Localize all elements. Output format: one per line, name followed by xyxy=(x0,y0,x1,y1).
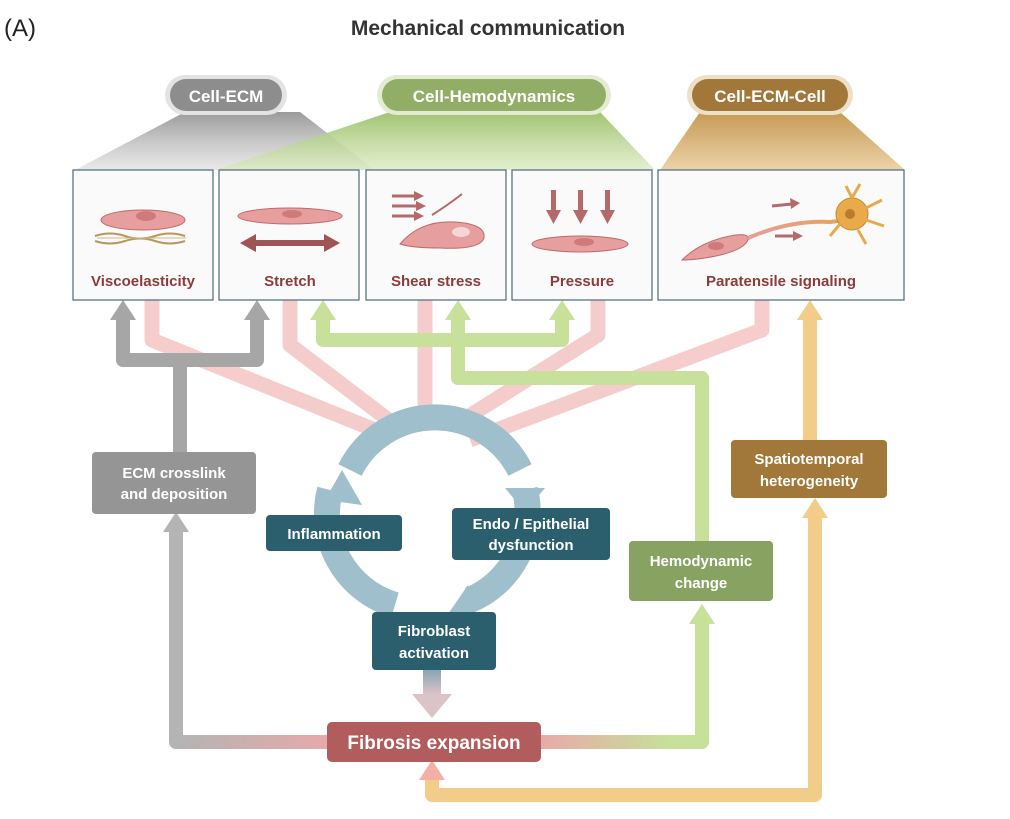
arrowhead-to-spatiotemporal xyxy=(802,498,828,518)
hemodynamic-feedback-arrows xyxy=(316,318,709,545)
arrowhead-to-paratensile xyxy=(797,300,823,320)
nucleus-icon xyxy=(574,238,594,246)
inflammation-box: Inflammation xyxy=(266,515,402,551)
pressure-label: Pressure xyxy=(550,273,614,290)
nucleus-icon xyxy=(452,227,470,237)
cell-hemodynamics-label: Cell-Hemodynamics xyxy=(413,87,576,106)
hemodynamic-line1: Hemodynamic xyxy=(650,553,753,570)
fibrosis-expansion-label: Fibrosis expansion xyxy=(347,733,520,754)
arrowhead-to-viscoelasticity xyxy=(110,300,136,320)
fibrosis-expansion-box: Fibrosis expansion xyxy=(327,722,541,762)
ecm-fiber-icon xyxy=(94,232,186,245)
arrowhead-to-fibrosis xyxy=(419,760,445,780)
signal-arrows-icon xyxy=(771,198,803,241)
spatiotemporal-line2: heterogeneity xyxy=(760,473,859,490)
spatiotemporal-box: Spatiotemporal heterogeneity xyxy=(731,440,887,498)
pink-converging-arrows xyxy=(144,300,770,448)
panel-shear-stress: Shear stress xyxy=(365,169,507,301)
stretch-label: Stretch xyxy=(264,273,316,290)
viscoelasticity-label: Viscoelasticity xyxy=(91,273,196,290)
cell-hemodynamics-funnel xyxy=(215,112,655,170)
flow-arrows-icon xyxy=(392,191,426,221)
arrowhead-to-pressure xyxy=(549,300,575,320)
cell-ecm-label: Cell-ECM xyxy=(189,87,264,106)
panel-paratensile-signaling: Paratensile signaling xyxy=(657,169,905,301)
cycle-arrowhead-left xyxy=(325,470,362,505)
fibroblast-activation-box: Fibroblast activation xyxy=(372,612,496,670)
fibroblast-line1: Fibroblast xyxy=(398,623,471,640)
cell-ecm-cell-funnel xyxy=(660,112,905,170)
cell-ecm-cell-label: Cell-ECM-Cell xyxy=(714,87,825,106)
cycle-arrowhead-right xyxy=(505,488,545,512)
panel-stretch: Stretch xyxy=(218,169,360,301)
cell-hemodynamics-pill: Cell-Hemodynamics xyxy=(377,75,611,115)
fibroblast-line2: activation xyxy=(399,645,469,662)
panel-viscoelasticity: Viscoelasticity xyxy=(72,169,214,301)
fibrosis-right-fade xyxy=(540,735,670,749)
arrowhead-to-ecm xyxy=(163,512,189,532)
arrowhead-activation-to-fibrosis xyxy=(412,694,452,718)
ecm-crosslink-line2: and deposition xyxy=(121,486,228,503)
nucleus-icon xyxy=(282,210,302,218)
cell-ecm-cell-pill: Cell-ECM-Cell xyxy=(687,75,853,115)
panel-letter: (A) xyxy=(4,15,36,42)
nucleus-icon xyxy=(136,211,156,221)
nucleus-icon xyxy=(708,242,724,250)
endo-epithelial-box: Endo / Epithelial dysfunction xyxy=(452,508,610,560)
ecm-feedback-arrows xyxy=(116,318,264,455)
fibrosis-left-fade xyxy=(176,735,331,749)
flow-curve-icon xyxy=(431,193,463,216)
activation-to-fibrosis-shaft xyxy=(423,668,441,696)
ecm-crosslink-line1: ECM crosslink xyxy=(122,465,226,482)
neuron-cell-icon xyxy=(828,183,885,245)
hemodynamic-line2: change xyxy=(675,575,728,592)
hemodynamic-change-box: Hemodynamic change xyxy=(629,541,773,601)
fibrosis-to-ecm-arrow xyxy=(169,530,330,749)
inflammation-label: Inflammation xyxy=(287,526,380,543)
shear-stress-label: Shear stress xyxy=(391,273,481,290)
arrowhead-to-hemodynamic xyxy=(689,604,715,624)
arrowhead-to-stretch-green xyxy=(310,300,336,320)
arrowhead-to-stretch xyxy=(244,300,270,320)
pressure-arrows-icon xyxy=(546,190,615,224)
fibrosis-to-hemodynamic-arrow xyxy=(540,622,709,749)
ecm-crosslink-box: ECM crosslink and deposition xyxy=(92,452,256,514)
spatiotemporal-line1: Spatiotemporal xyxy=(754,451,863,468)
cell-ecm-pill: Cell-ECM xyxy=(165,75,287,115)
endo-line1: Endo / Epithelial xyxy=(473,516,590,533)
arrowhead-to-shear xyxy=(445,300,471,320)
paratensile-label: Paratensile signaling xyxy=(706,273,856,290)
double-arrow-icon xyxy=(240,234,340,252)
endo-line2: dysfunction xyxy=(489,537,574,554)
panel-pressure: Pressure xyxy=(511,169,653,301)
diagram-title: Mechanical communication xyxy=(351,17,625,40)
spatiotemporal-arrows xyxy=(425,318,822,802)
